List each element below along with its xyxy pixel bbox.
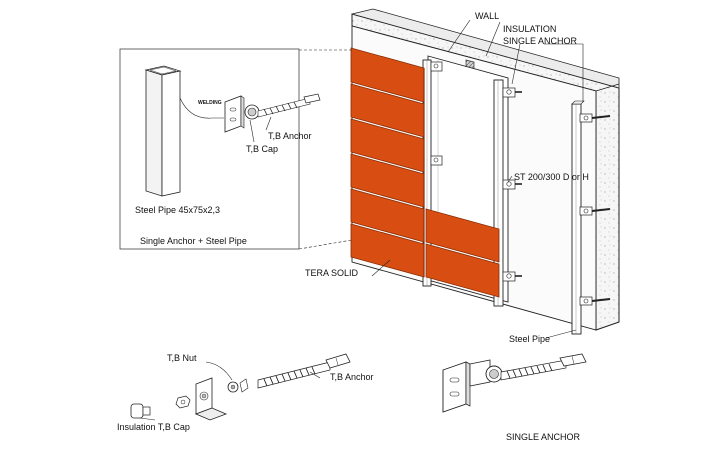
label-tb-nut: T,B Nut [167,353,197,363]
label-steel-pipe: Steel Pipe [509,334,550,344]
terracotta-tiles [350,47,500,298]
label-tera-solid: TERA SOLID [305,268,359,278]
single-anchor-nut [485,365,503,383]
tile [425,243,500,298]
label-st-spec: ST 200/300 D or H [514,172,589,182]
label-insulation-tb-cap: Insulation T,B Cap [117,422,190,432]
label-single-anchor-top: SINGLE ANCHOR [503,36,578,46]
tb-anchor-bolt [257,353,351,389]
single-anchor-bracket [442,359,491,413]
single-anchor-bolt [500,353,587,381]
anchor-bracket [502,87,522,98]
inset-detail-box: WELDING T,B Anchor T,B Cap Steel Pipe 45… [119,48,321,250]
insulation-tb-cap [130,403,151,419]
exploded-assembly: T,B Nut T,B Anchor Insulation T,B Cap [117,353,374,432]
tb-nut [227,378,249,393]
wall-anchors [579,113,611,306]
label-insulation: INSULATION [503,24,556,34]
inset-anchor-bracket [224,95,245,133]
label-single-anchor-bottom: SINGLE ANCHOR [506,432,581,442]
small-nut [175,395,191,409]
anchor-bracket [579,296,611,306]
anchor-bracket [502,271,522,282]
anchor-bracket [579,113,611,123]
label-tb-cap-inset: T,B Cap [246,144,278,154]
single-anchor-detail: SINGLE ANCHOR [442,353,587,442]
tile [425,208,500,263]
steel-pipe-right [571,100,585,335]
inset-tb-cap [244,104,260,120]
label-tb-anchor-inset: T,B Anchor [268,131,312,141]
label-tb-anchor: T,B Anchor [330,372,374,382]
label-steel-pipe-size: Steel Pipe 45x75x2,3 [135,205,220,215]
angle-bracket [194,377,228,421]
anchor-bracket [430,155,443,166]
anchor-bracket [579,206,611,216]
inset-steel-pipe [144,65,182,197]
inset-caption: Single Anchor + Steel Pipe [140,236,247,246]
inset-tb-anchor [257,93,321,118]
leader-lines [298,19,584,339]
label-welding: WELDING [198,100,222,106]
anchor-bracket [430,61,443,72]
label-wall: WALL [475,11,499,21]
